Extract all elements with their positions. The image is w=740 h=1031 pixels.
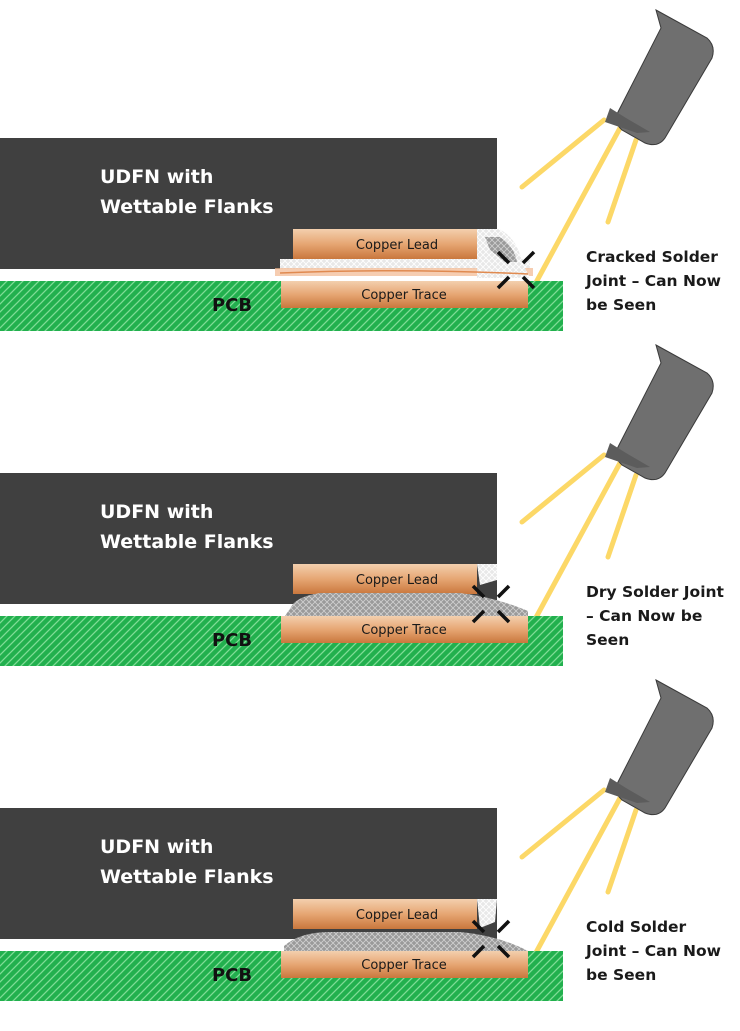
copper-lead-label: Copper Lead xyxy=(356,573,438,588)
solder-layer xyxy=(284,932,528,951)
light-beams xyxy=(519,787,639,961)
camera-lens xyxy=(605,778,650,803)
solder-joint xyxy=(285,564,528,616)
copper-lead-label: Copper Lead xyxy=(356,908,438,923)
solder-fillet xyxy=(477,564,497,585)
defect-x-stroke xyxy=(471,944,486,959)
defect-x-stroke xyxy=(471,584,486,599)
light-beam xyxy=(605,807,639,895)
caption-line-3: be Seen xyxy=(586,296,656,314)
light-beam xyxy=(530,795,623,961)
defect-x-stroke xyxy=(471,919,486,934)
caption-line-2: Joint – Can Now xyxy=(585,272,721,290)
copper-lead xyxy=(293,899,477,929)
package-label-line2: Wettable Flanks xyxy=(100,196,274,218)
copper-trace-label: Copper Trace xyxy=(361,623,447,638)
inspection-camera-icon xyxy=(605,8,714,146)
solder-fillet-core xyxy=(485,237,517,262)
light-beam xyxy=(605,472,639,560)
solder-fillet xyxy=(477,899,497,928)
defect-x-stroke xyxy=(496,275,511,290)
caption-line-2: Joint – Can Now xyxy=(585,942,721,960)
defect-x-icon xyxy=(496,250,536,290)
solder-joint xyxy=(284,899,528,951)
defect-x-stroke xyxy=(521,250,536,265)
package-label-line2: Wettable Flanks xyxy=(100,531,274,553)
inspection-camera-icon xyxy=(605,678,714,816)
caption-line-3: be Seen xyxy=(586,966,656,984)
pcb-label: PCB xyxy=(212,295,252,316)
copper-trace-label: Copper Trace xyxy=(361,958,447,973)
caption-line-2: – Can Now be xyxy=(586,607,702,625)
light-beam xyxy=(519,787,607,860)
caption-line-1: Cracked Solder xyxy=(586,248,718,266)
defect-x-stroke xyxy=(496,584,511,599)
package-label-line1: UDFN with xyxy=(100,501,213,523)
solder-layer xyxy=(285,593,528,616)
caption-line-1: Cold Solder xyxy=(586,918,687,936)
copper-lead xyxy=(293,564,477,594)
light-beam xyxy=(530,125,623,291)
light-beam xyxy=(605,137,639,225)
copper-lead xyxy=(293,229,477,259)
defect-x-stroke xyxy=(496,609,511,624)
defect-x-icon xyxy=(471,919,511,959)
package-label-line1: UDFN with xyxy=(100,166,213,188)
light-beams xyxy=(519,117,639,291)
light-beam xyxy=(519,117,607,190)
crack-line xyxy=(279,269,529,275)
solder-joint xyxy=(275,229,533,278)
defect-x-stroke xyxy=(496,919,511,934)
camera-lens xyxy=(605,108,650,133)
defect-x-stroke xyxy=(521,275,536,290)
caption-line-3: Seen xyxy=(586,631,629,649)
crack-glow xyxy=(275,268,533,276)
light-beam xyxy=(519,452,607,525)
caption-line-1: Dry Solder Joint xyxy=(586,583,725,601)
defect-x-icon xyxy=(471,584,511,624)
camera-lens xyxy=(605,443,650,468)
copper-trace-label: Copper Trace xyxy=(361,288,447,303)
package-label-line2: Wettable Flanks xyxy=(100,866,274,888)
pcb-label: PCB xyxy=(212,630,252,651)
inspection-camera-icon xyxy=(605,343,714,481)
defect-x-stroke xyxy=(496,250,511,265)
pcb-label: PCB xyxy=(212,965,252,986)
package-label-line1: UDFN with xyxy=(100,836,213,858)
light-beam xyxy=(530,460,623,626)
copper-trace xyxy=(281,951,528,978)
copper-trace xyxy=(281,616,528,643)
copper-lead-label: Copper Lead xyxy=(356,238,438,253)
defect-x-stroke xyxy=(496,944,511,959)
copper-trace xyxy=(281,281,528,308)
solder-layer xyxy=(280,259,530,269)
light-beams xyxy=(519,452,639,626)
defect-x-stroke xyxy=(471,609,486,624)
